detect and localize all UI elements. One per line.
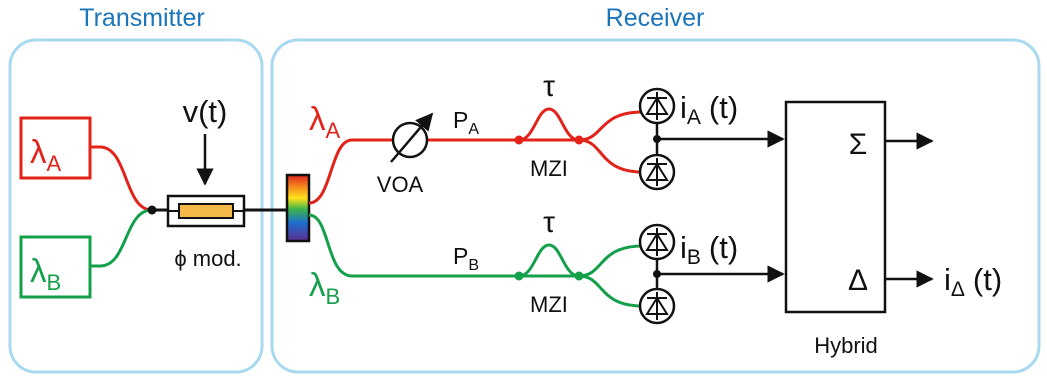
mzi-a-output-bottom xyxy=(578,138,643,174)
fiber-laser-a xyxy=(90,145,153,212)
transmitter-panel xyxy=(8,38,264,374)
channel-b-lambda: λB xyxy=(309,266,340,309)
receiver-title: Receiver xyxy=(606,4,705,32)
mzi-a-label: MZI xyxy=(530,156,568,181)
photodiode-a-top xyxy=(638,87,676,125)
mzi-a-delay-arm xyxy=(518,107,580,142)
mzi-b-coupler-in xyxy=(514,271,524,281)
output-current-label: iΔ(t) xyxy=(944,262,1002,301)
mzi-b-output-top xyxy=(578,244,643,278)
voa-arrow xyxy=(390,112,434,163)
fiber-channel-b xyxy=(308,213,519,278)
wavelength-demux xyxy=(285,173,311,243)
hybrid-label: Hybrid xyxy=(814,333,878,358)
receiver-panel xyxy=(270,38,1041,374)
modulator-label: ϕ mod. xyxy=(174,246,241,271)
current-a-label: iA(t) xyxy=(680,90,738,129)
fiber-channel-a xyxy=(308,138,519,205)
modulator-core xyxy=(178,203,234,219)
mzi-b-tau: τ xyxy=(543,206,555,239)
mzi-b-delay-arm xyxy=(518,243,580,278)
mzi-a-tau: τ xyxy=(543,70,555,103)
photodiode-a-bottom xyxy=(638,153,676,191)
transmitter-title: Transmitter xyxy=(79,4,204,32)
mzi-b-label: MZI xyxy=(530,292,568,317)
power-a-label: PA xyxy=(453,107,479,138)
laser-a-label: λA xyxy=(30,133,62,176)
hybrid-box xyxy=(784,100,887,314)
laser-b-label: λB xyxy=(30,252,61,295)
fiber-laser-b xyxy=(90,208,153,268)
drive-signal-label: v(t) xyxy=(183,94,228,129)
photodiode-b-top xyxy=(638,223,676,261)
mzi-b-output-bottom xyxy=(578,274,643,308)
current-b-label: iB(t) xyxy=(680,230,738,269)
mzi-a-output-top xyxy=(578,110,643,142)
power-b-label: PB xyxy=(453,243,479,274)
photodiode-b-bottom xyxy=(638,287,676,325)
mzi-a-coupler-in xyxy=(514,135,524,145)
hybrid-diff-symbol: Δ xyxy=(848,264,868,297)
channel-a-lambda: λA xyxy=(309,100,341,143)
hybrid-sum-symbol: Σ xyxy=(849,128,868,161)
voa-label: VOA xyxy=(377,172,424,197)
